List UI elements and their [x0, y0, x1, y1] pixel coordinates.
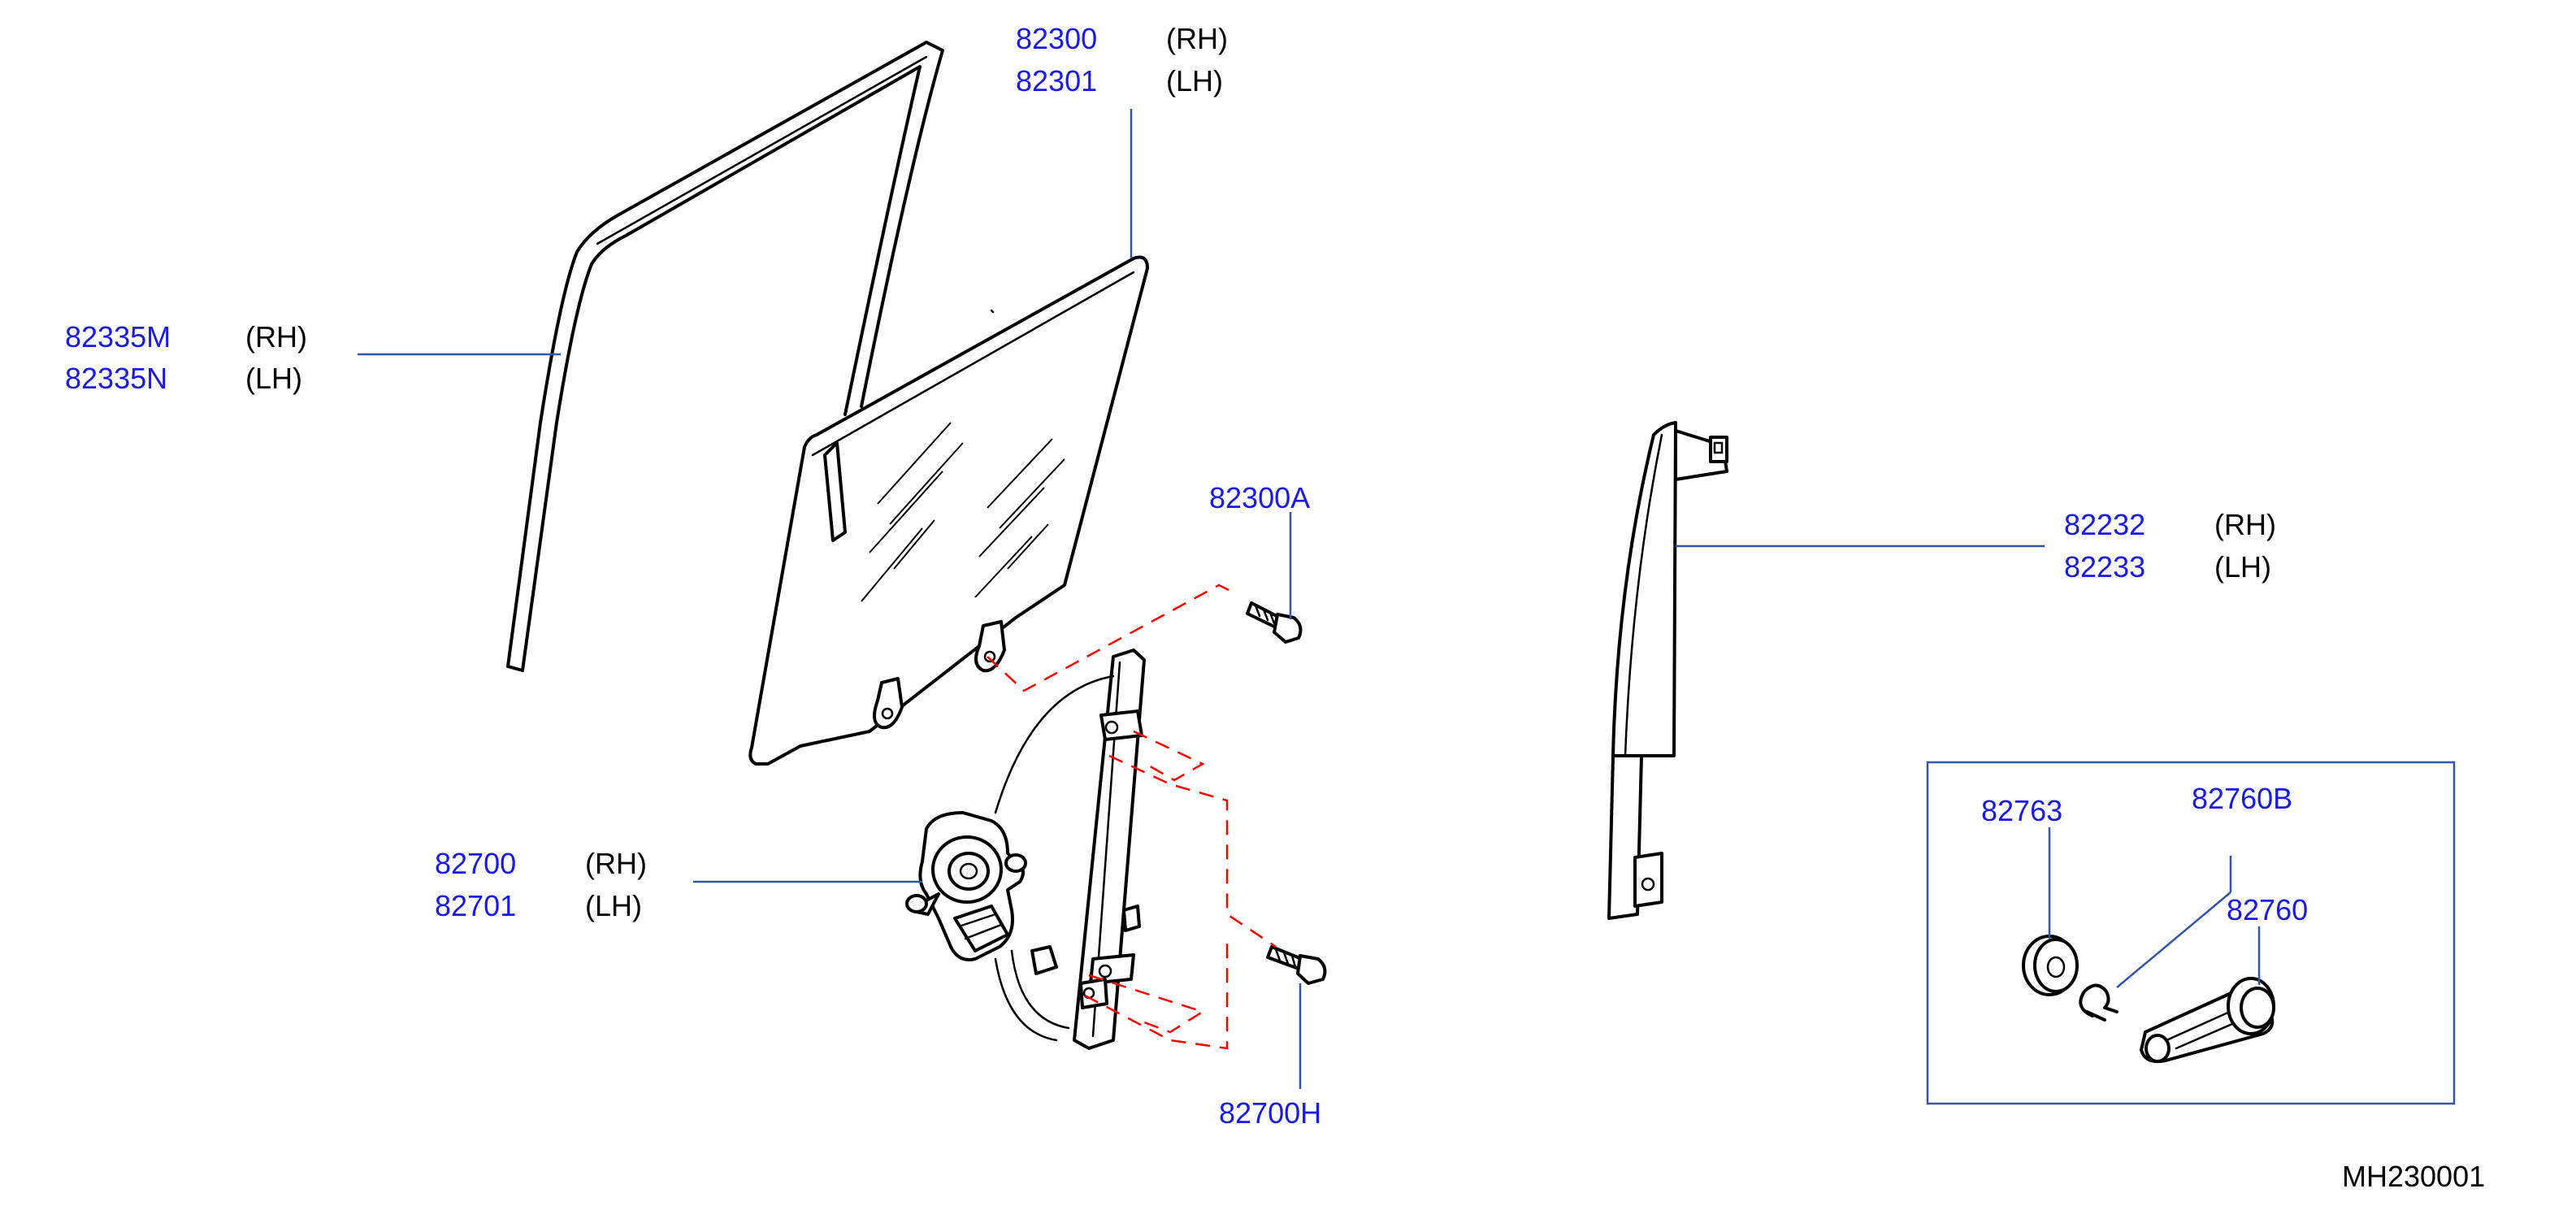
clip-part: [2079, 983, 2118, 1022]
side-label: (RH): [245, 320, 307, 354]
side-label: (LH): [585, 889, 642, 922]
glass-bolt-part: [1246, 601, 1303, 644]
part-number: 82301: [1016, 64, 1097, 98]
label-door-glass: 82300 (RH) 82301 (LH): [1016, 22, 1228, 98]
part-number: 82335M: [65, 320, 171, 354]
part-number: 82335N: [65, 362, 167, 395]
sash-part: [1607, 421, 1728, 920]
part-number: 82300: [1016, 22, 1097, 55]
part-number: 82232: [2064, 508, 2145, 541]
leader-lines: [358, 109, 2261, 1089]
label-regulator-bolt: 82700H: [1219, 1096, 1321, 1130]
side-label: (RH): [1166, 22, 1228, 55]
regulator-part: [905, 649, 1146, 1050]
escutcheon-part: [2022, 935, 2079, 996]
handle-kit-box: [1926, 761, 2456, 1105]
callout-dashes: [987, 583, 1277, 1050]
part-number: 82701: [435, 889, 516, 922]
label-clip: 82760B: [2192, 782, 2292, 815]
sash-seal-part: [506, 41, 944, 672]
diagram-code: MH230001: [2342, 1160, 2485, 1193]
regulator-bolt-part: [1266, 945, 1327, 985]
label-handle: 82760: [2227, 893, 2308, 926]
side-label: (RH): [2214, 508, 2276, 541]
handle-part: [2140, 977, 2275, 1064]
side-label: (LH): [245, 362, 302, 395]
part-number: 82233: [2064, 550, 2145, 583]
side-label: (LH): [1166, 64, 1223, 98]
label-regulator: 82700 (RH) 82701 (LH): [435, 847, 647, 922]
side-label: (LH): [2214, 550, 2271, 583]
label-escutcheon: 82763: [1981, 794, 2062, 827]
side-label: (RH): [585, 847, 647, 880]
label-sash-seal: 82335M (RH) 82335N (LH): [65, 320, 307, 395]
part-number: 82700: [435, 847, 516, 880]
door-glass-part: [748, 255, 1149, 766]
label-sash: 82232 (RH) 82233 (LH): [2064, 508, 2276, 583]
label-glass-bolt: 82300A: [1209, 481, 1310, 514]
